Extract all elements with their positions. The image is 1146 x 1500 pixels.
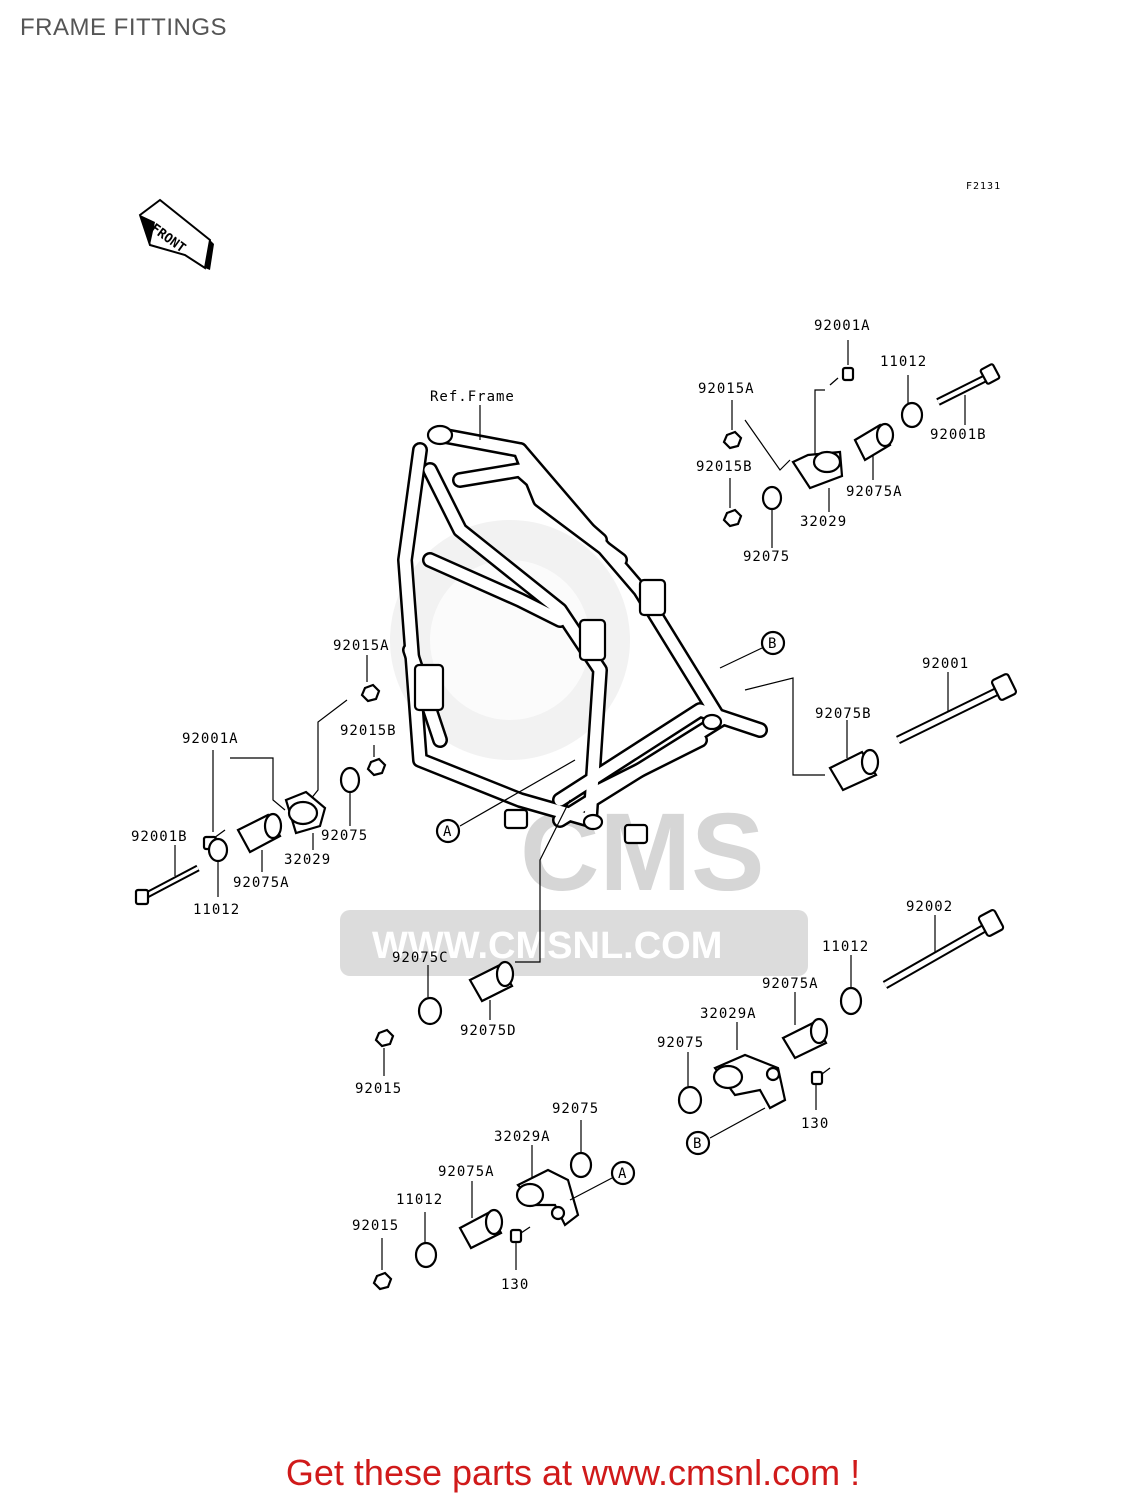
part-labels: 92001A 11012 92015A 92001B 92015B 92075A…	[131, 318, 987, 1293]
part-label-p24: 92075D	[460, 1023, 517, 1039]
lower-right-group: B	[677, 909, 1005, 1156]
right-mid-group: B	[719, 630, 1017, 792]
bushing-icon	[853, 422, 895, 462]
bushing-icon	[236, 812, 283, 854]
part-label-p21: 92075C	[392, 950, 449, 966]
bottom-group: A	[372, 1120, 636, 1291]
bolt-icon	[829, 366, 855, 386]
part-label-p19: 92002	[906, 899, 953, 915]
part-label-p9: 92015A	[333, 638, 390, 654]
part-label-p10: 92001	[922, 656, 969, 672]
frame-drawing	[397, 424, 768, 845]
watermark-url: WWW.CMSNL.COM	[372, 925, 722, 967]
part-label-p2: 11012	[880, 354, 927, 370]
upper-right-group	[722, 340, 1001, 548]
part-label-p15: 32029	[284, 852, 331, 868]
bolt-icon	[509, 1226, 531, 1244]
part-label-p11: 92001A	[182, 731, 239, 747]
ref-frame-label: Ref.Frame	[430, 389, 515, 405]
part-label-p27: 130	[801, 1116, 829, 1132]
figure-code: F2131	[966, 181, 1001, 192]
bracket-icon	[791, 450, 844, 490]
part-label-p31: 11012	[396, 1192, 443, 1208]
bolt-icon	[810, 1067, 831, 1086]
part-label-p17: 92075A	[233, 875, 290, 891]
bracket-icon	[712, 1053, 787, 1110]
callout-b-upper: B	[768, 636, 777, 652]
part-label-p16: 92001B	[131, 829, 188, 845]
left-group: A	[134, 655, 576, 906]
part-label-p23: 32029A	[700, 1006, 757, 1022]
part-label-p20: 11012	[822, 939, 869, 955]
part-label-p29: 32029A	[494, 1129, 551, 1145]
part-label-p30: 92075A	[438, 1164, 495, 1180]
part-label-p33: 130	[501, 1277, 529, 1293]
bracket-icon	[284, 790, 327, 835]
washer-icon	[207, 837, 229, 863]
part-label-p13: 92075B	[815, 706, 872, 722]
washer-icon	[839, 986, 863, 1016]
bushing-icon	[468, 960, 515, 1003]
bushing-icon	[781, 1017, 829, 1060]
bracket-icon	[515, 1168, 580, 1227]
lower-middle-group	[374, 799, 571, 1076]
long-bolt-icon	[936, 363, 1001, 406]
nut-icon	[722, 508, 743, 528]
part-label-p18: 11012	[193, 902, 240, 918]
part-label-p5: 92015B	[696, 459, 753, 475]
nut-icon	[374, 1028, 395, 1048]
part-label-p8: 92075	[743, 549, 790, 565]
front-arrow-icon: FRONT	[138, 198, 214, 270]
part-label-p28: 92075	[552, 1101, 599, 1117]
callout-a-left: A	[443, 824, 452, 840]
part-label-p12: 92015B	[340, 723, 397, 739]
callout-a-lower: A	[618, 1166, 627, 1182]
part-label-p32: 92015	[352, 1218, 399, 1234]
part-label-p26: 92015	[355, 1081, 402, 1097]
nut-icon	[722, 430, 743, 450]
page-title: FRAME FITTINGS	[20, 14, 227, 41]
long-bolt-icon	[882, 909, 1005, 989]
nut-icon	[360, 683, 381, 703]
bushing-icon	[458, 1208, 504, 1250]
part-label-p3: 92015A	[698, 381, 755, 397]
part-label-p7: 32029	[800, 514, 847, 530]
bushing-washer-icon	[761, 485, 783, 511]
callout-b-lower: B	[693, 1136, 702, 1152]
long-bolt-icon	[896, 673, 1017, 745]
part-label-p4: 92001B	[930, 427, 987, 443]
nut-icon	[372, 1271, 393, 1291]
part-label-p14: 92075	[321, 828, 368, 844]
footer-link[interactable]: Get these parts at www.cmsnl.com !	[285, 1452, 861, 1493]
nut-icon	[366, 757, 387, 777]
bushing-icon	[828, 748, 880, 792]
long-bolt-icon	[134, 864, 200, 906]
part-label-p1: 92001A	[814, 318, 871, 334]
part-label-p6: 92075A	[846, 484, 903, 500]
part-label-p25: 92075	[657, 1035, 704, 1051]
part-label-p22: 92075A	[762, 976, 819, 992]
washer-icon	[900, 401, 924, 429]
